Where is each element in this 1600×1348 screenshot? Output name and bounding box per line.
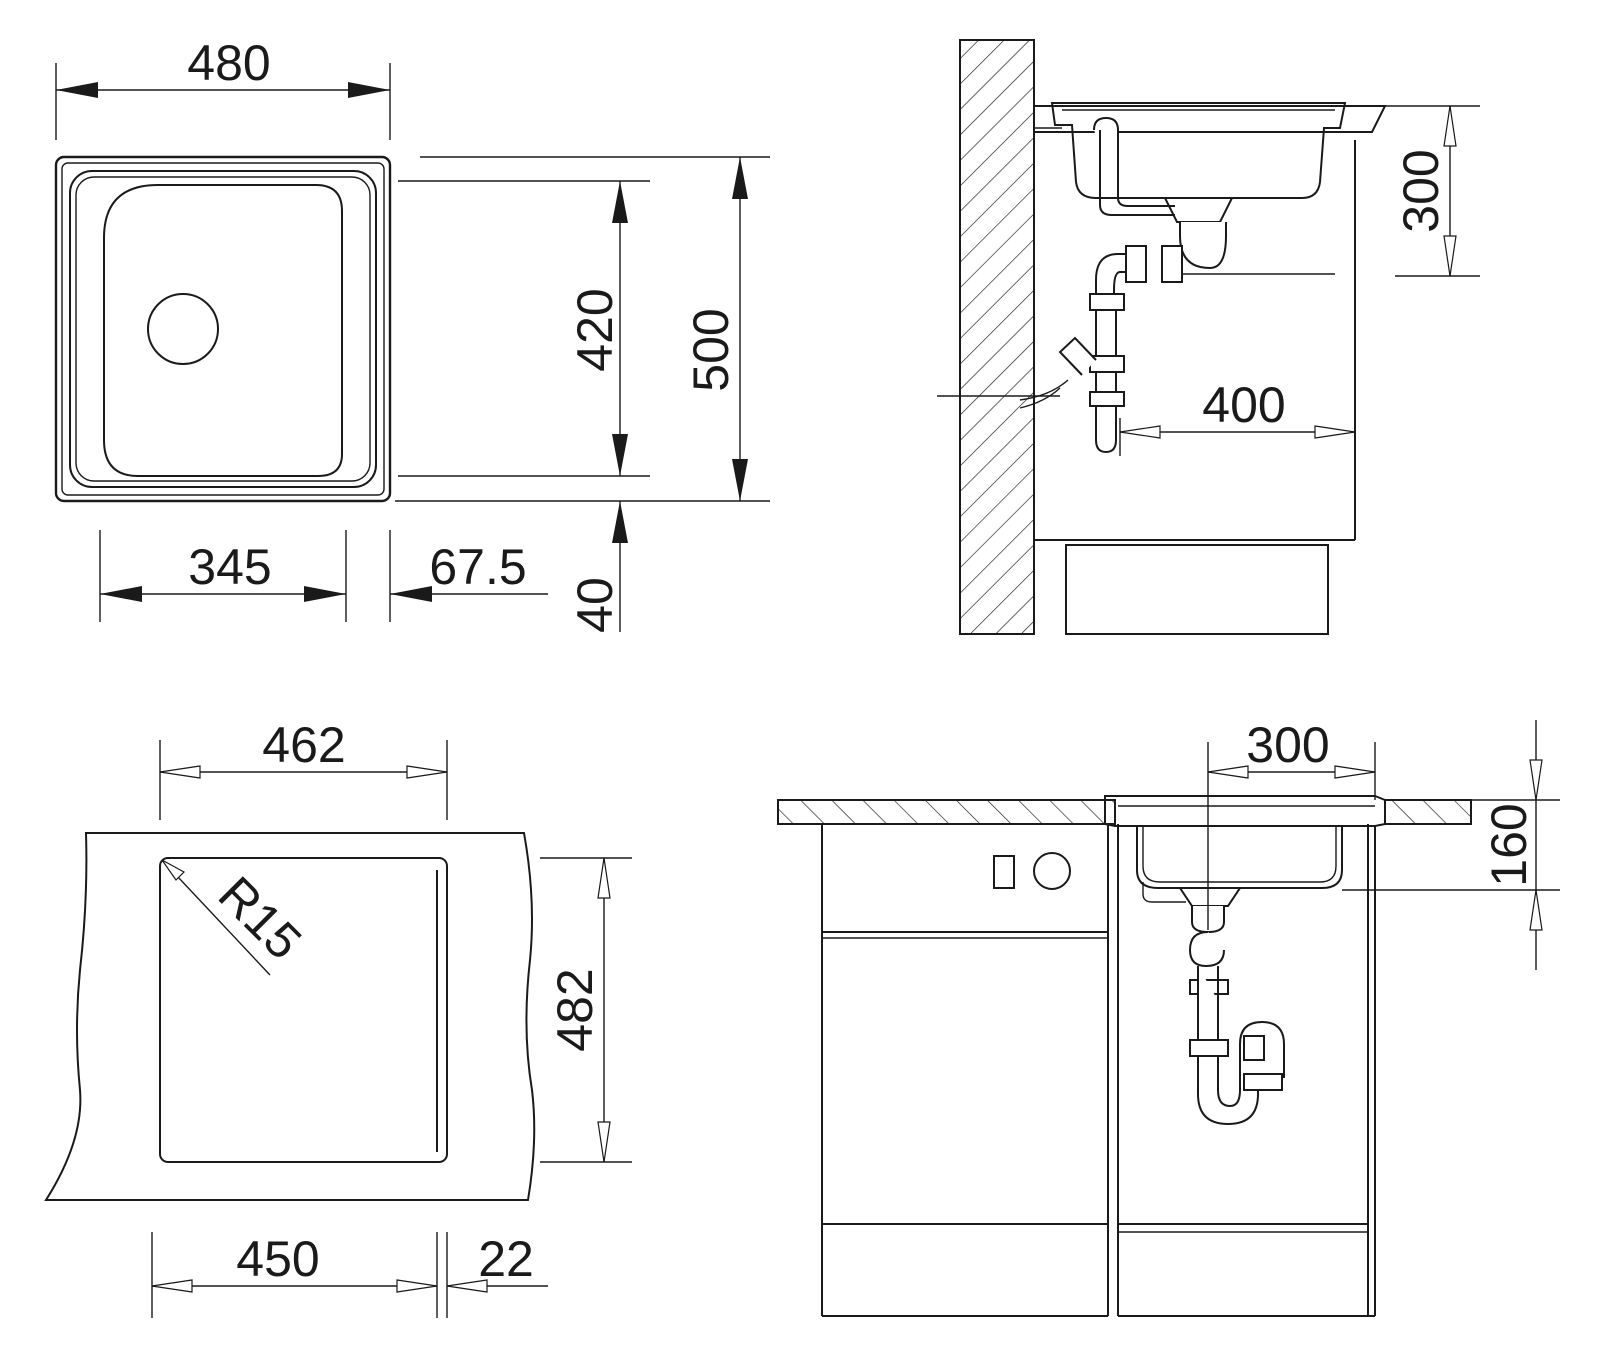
arrow-icon bbox=[732, 459, 748, 501]
dim-side-offset: 67.5 bbox=[429, 539, 526, 595]
cabinet-plinth bbox=[1065, 544, 1329, 635]
front-view: 300 160 bbox=[777, 717, 1560, 1317]
dim-front-offset: 40 bbox=[567, 577, 623, 633]
worktop-edge bbox=[1034, 105, 1387, 133]
arrow-icon bbox=[161, 859, 185, 881]
pipe-nut bbox=[1243, 1073, 1283, 1091]
sink-bowl-front bbox=[1136, 826, 1343, 889]
arrow-icon bbox=[396, 1279, 438, 1293]
trap-bend bbox=[1179, 222, 1227, 270]
dim-side-height: 300 bbox=[1393, 149, 1449, 232]
pipe-nut bbox=[1089, 391, 1125, 407]
dim-cabinet-width: 400 bbox=[1202, 377, 1285, 433]
arrow-icon bbox=[390, 586, 432, 602]
dim-bowl-depth: 420 bbox=[567, 288, 623, 371]
dim-bowl-width: 345 bbox=[188, 539, 271, 595]
dim-top-width: 480 bbox=[187, 35, 270, 91]
cutout-rect bbox=[159, 857, 448, 1163]
arrow-icon bbox=[612, 434, 628, 476]
drain-outlet bbox=[1163, 197, 1234, 223]
worktop-right bbox=[1384, 799, 1472, 825]
sink-flange-outer bbox=[54, 155, 392, 503]
worktop-outline bbox=[44, 832, 536, 1201]
sink-bowl bbox=[103, 184, 343, 477]
dishwasher-knob-icon bbox=[1033, 852, 1071, 890]
arrow-icon bbox=[446, 1279, 488, 1293]
arrow-icon bbox=[1443, 105, 1457, 147]
arrow-icon bbox=[1443, 235, 1457, 277]
dim-min-cabinet: 450 bbox=[236, 1231, 319, 1287]
arrow-icon bbox=[56, 82, 98, 98]
arrow-icon bbox=[1207, 765, 1249, 779]
dim-cutout-depth: 482 bbox=[547, 968, 603, 1051]
sink-bowl-rim bbox=[69, 170, 377, 488]
arrow-icon bbox=[406, 765, 448, 779]
worktop-left bbox=[777, 799, 1116, 825]
arrow-icon bbox=[100, 586, 142, 602]
dim-front-width: 300 bbox=[1246, 717, 1329, 773]
arrow-icon bbox=[597, 857, 611, 899]
arrow-icon bbox=[151, 1279, 193, 1293]
branch-inlet bbox=[1058, 336, 1097, 376]
dishwasher-button-icon bbox=[993, 855, 1015, 889]
arrow-icon bbox=[597, 1121, 611, 1163]
arrow-icon bbox=[1529, 759, 1543, 801]
pipe-nut bbox=[1089, 293, 1125, 311]
dim-corner-radius: R15 bbox=[208, 866, 312, 970]
trap-top bbox=[1188, 931, 1225, 968]
dim-top-depth: 500 bbox=[683, 308, 739, 391]
dim-edge-gap: 22 bbox=[478, 1231, 534, 1287]
arrow-icon bbox=[1334, 765, 1376, 779]
wall-section bbox=[959, 39, 1035, 635]
arrow-icon bbox=[612, 501, 628, 543]
trap-pipe bbox=[1095, 253, 1126, 300]
sink-bowl-rim-inner bbox=[75, 176, 371, 482]
arrow-icon bbox=[1314, 425, 1356, 439]
side-section-view: 300 400 bbox=[937, 39, 1480, 635]
arrow-icon bbox=[732, 157, 748, 199]
arrow-icon bbox=[348, 82, 390, 98]
sink-bowl-section bbox=[1050, 102, 1347, 199]
sink-flange-front bbox=[1104, 795, 1386, 827]
plan-view: 480 500 420 40 345 67.5 bbox=[54, 35, 770, 633]
arrow-icon bbox=[1119, 425, 1161, 439]
arrow-icon bbox=[612, 181, 628, 223]
arrow-icon bbox=[304, 586, 346, 602]
overflow-pipe bbox=[1093, 116, 1119, 198]
arrow-icon bbox=[1529, 889, 1543, 931]
dim-front-depth: 160 bbox=[1481, 803, 1537, 886]
cutout-view: R15 462 482 450 22 bbox=[44, 717, 632, 1318]
waste-pipe bbox=[1095, 300, 1117, 454]
drain-outlet-front bbox=[1178, 887, 1242, 907]
sink-flange-inner bbox=[61, 162, 385, 496]
pipe-nut bbox=[1189, 1039, 1229, 1057]
dim-cutout-width: 462 bbox=[262, 717, 345, 773]
drain-hole-icon bbox=[147, 293, 219, 365]
arrow-icon bbox=[159, 765, 201, 779]
